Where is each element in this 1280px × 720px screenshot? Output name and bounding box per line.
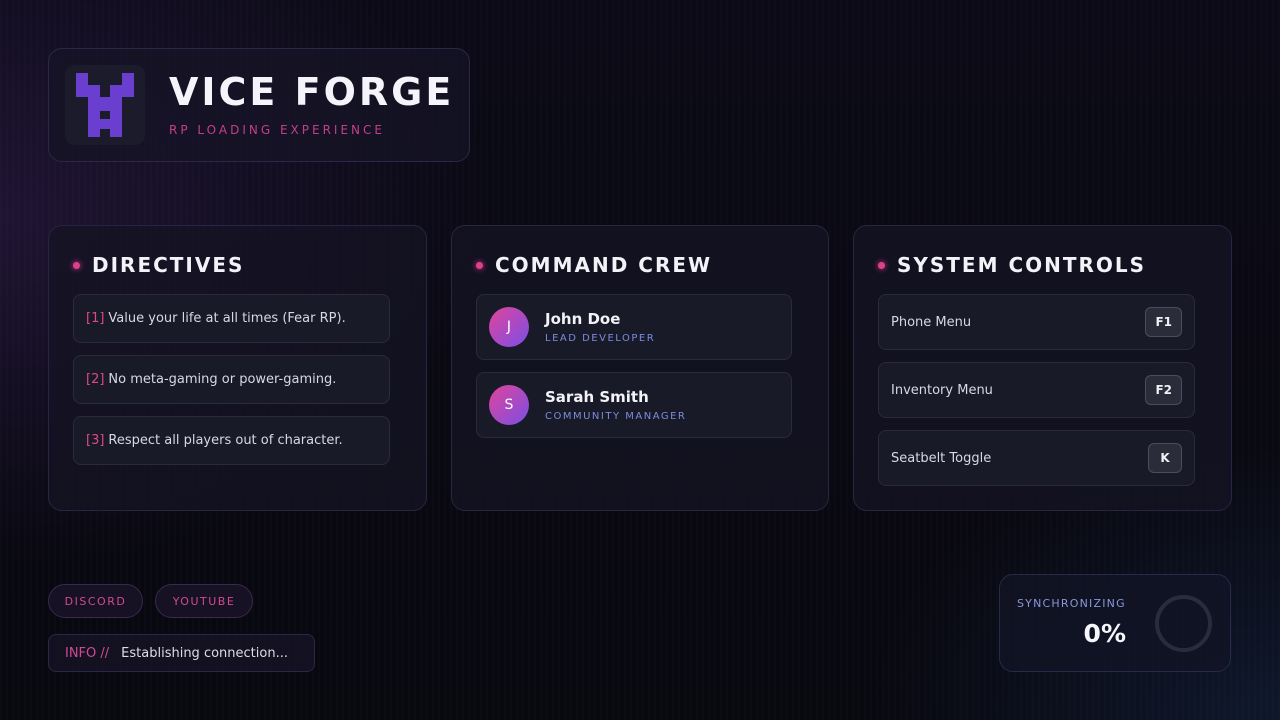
- rule-item: [1] Value your life at all times (Fear R…: [73, 294, 390, 343]
- keybind-badge: K: [1148, 443, 1182, 473]
- member-name: John Doe: [545, 310, 621, 328]
- rule-item: [3] Respect all players out of character…: [73, 416, 390, 465]
- avatar: J: [489, 307, 529, 347]
- rule-text: No meta-gaming or power-gaming.: [108, 372, 337, 387]
- panel-title: SYSTEM CONTROLS: [897, 253, 1147, 277]
- progress-ring-icon: [1155, 595, 1212, 652]
- command-crew-panel: COMMAND CREW J John Doe LEAD DEVELOPER S…: [451, 225, 829, 511]
- bullet-dot-icon: [476, 261, 483, 269]
- sync-status-card: SYNCHRONIZING 0%: [999, 574, 1231, 672]
- control-row: Inventory Menu F2: [878, 362, 1195, 418]
- pixel-x-logo-icon: [65, 65, 145, 145]
- keybind-badge: F2: [1145, 375, 1182, 405]
- info-message: Establishing connection...: [121, 645, 288, 661]
- control-label: Phone Menu: [891, 314, 972, 330]
- rule-number: [2]: [86, 372, 105, 387]
- brand-subtitle: RP LOADING EXPERIENCE: [169, 123, 385, 137]
- directives-panel: DIRECTIVES [1] Value your life at all ti…: [48, 225, 427, 511]
- member-name: Sarah Smith: [545, 388, 649, 406]
- sync-percent: 0%: [1083, 619, 1126, 648]
- youtube-link[interactable]: YOUTUBE: [155, 584, 253, 618]
- crew-member-card: S Sarah Smith COMMUNITY MANAGER: [476, 372, 792, 438]
- rule-text: Respect all players out of character.: [108, 433, 343, 448]
- control-label: Inventory Menu: [891, 382, 993, 398]
- rule-item: [2] No meta-gaming or power-gaming.: [73, 355, 390, 404]
- crew-member-card: J John Doe LEAD DEVELOPER: [476, 294, 792, 360]
- sync-label: SYNCHRONIZING: [1017, 597, 1126, 610]
- bullet-dot-icon: [878, 261, 885, 269]
- member-role: COMMUNITY MANAGER: [545, 411, 687, 422]
- brand-title: VICE FORGE: [169, 70, 455, 114]
- info-tag: INFO //: [65, 645, 110, 661]
- member-role: LEAD DEVELOPER: [545, 333, 656, 344]
- rule-number: [1]: [86, 311, 105, 326]
- bullet-dot-icon: [73, 261, 80, 269]
- control-row: Phone Menu F1: [878, 294, 1195, 350]
- keybind-badge: F1: [1145, 307, 1182, 337]
- rule-text: Value your life at all times (Fear RP).: [108, 311, 346, 326]
- info-status-bar: INFO // Establishing connection...: [48, 634, 315, 672]
- discord-link[interactable]: DISCORD: [48, 584, 143, 618]
- panel-title: DIRECTIVES: [92, 253, 245, 277]
- system-controls-panel: SYSTEM CONTROLS Phone Menu F1 Inventory …: [853, 225, 1232, 511]
- rule-number: [3]: [86, 433, 105, 448]
- control-row: Seatbelt Toggle K: [878, 430, 1195, 486]
- control-label: Seatbelt Toggle: [891, 450, 992, 466]
- brand-header: VICE FORGE RP LOADING EXPERIENCE: [48, 48, 470, 162]
- panel-title: COMMAND CREW: [495, 253, 713, 277]
- avatar: S: [489, 385, 529, 425]
